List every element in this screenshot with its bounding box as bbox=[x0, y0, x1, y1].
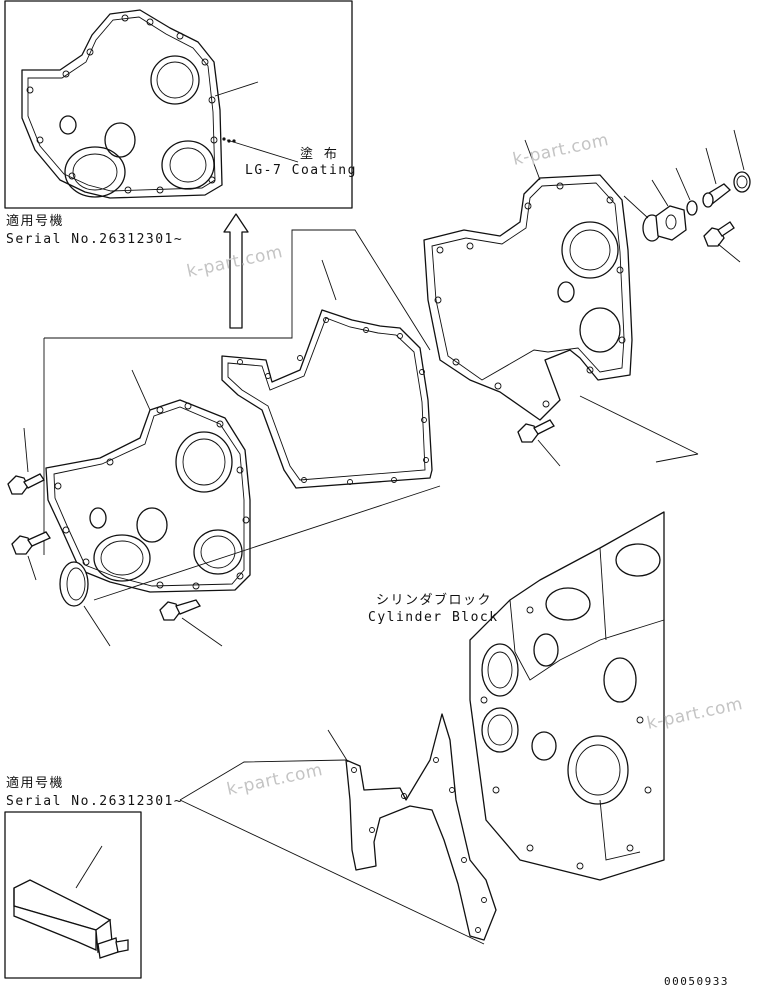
bolt-4 bbox=[517, 419, 555, 443]
bolt-5 bbox=[703, 221, 735, 247]
inset-box-bottom bbox=[4, 811, 142, 979]
serial-label-1: Serial No.26312301~ bbox=[6, 232, 184, 247]
drawing-number: 00050933 bbox=[664, 975, 729, 988]
up-arrow bbox=[223, 213, 249, 329]
serial-label-2: Serial No.26312301~ bbox=[6, 794, 184, 809]
cylinder-block-label-jp: シリンダブロック bbox=[376, 593, 493, 608]
snap-ring bbox=[733, 171, 751, 193]
cylinder-block-label-en: Cylinder Block bbox=[368, 610, 499, 625]
gear-housing bbox=[423, 174, 633, 421]
bolt-3 bbox=[159, 599, 201, 621]
cylinder-block bbox=[469, 511, 665, 881]
bolt-1 bbox=[7, 473, 45, 495]
coating-label-jp: 塗 布 bbox=[300, 147, 339, 162]
oil-seal bbox=[59, 561, 89, 607]
inset-cover bbox=[21, 9, 223, 199]
applicable-label-2: 適用号機 bbox=[6, 776, 65, 791]
adapter bbox=[655, 205, 687, 241]
inset-box-top bbox=[4, 0, 353, 209]
o-ring-2 bbox=[686, 200, 698, 216]
bolt-2 bbox=[11, 531, 51, 555]
gasket-lower bbox=[345, 713, 497, 941]
applicable-label-1: 適用号機 bbox=[6, 214, 65, 229]
bracket-mid bbox=[44, 229, 431, 351]
tool bbox=[13, 879, 129, 959]
gasket-mid bbox=[221, 309, 433, 489]
coating-label-en: LG-7 Coating bbox=[245, 163, 357, 178]
plug bbox=[702, 183, 731, 208]
front-cover-mid bbox=[45, 399, 251, 593]
